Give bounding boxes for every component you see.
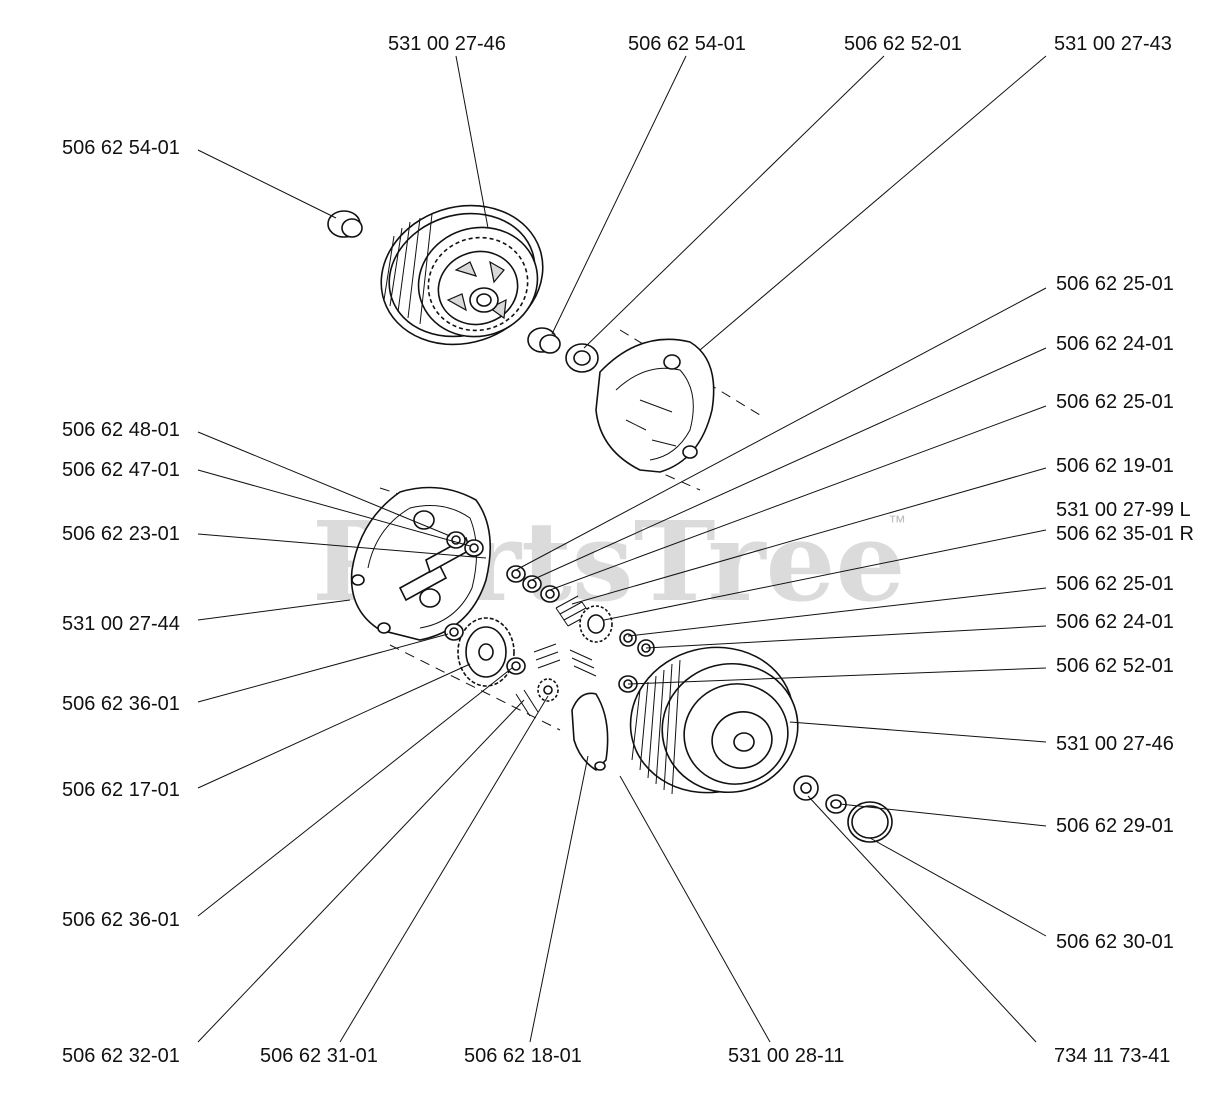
watermark-trademark: ™ [888,512,906,532]
label-left-8: 506 62 36-01 [62,909,180,931]
upper-cover [595,338,715,473]
center-washer-25a [506,565,526,583]
lower-wheel [629,646,799,795]
center-washer-25b [540,585,560,603]
assembly-axis-upper [619,329,761,416]
small-sprocket [537,678,559,702]
center-washer-24a [522,575,542,593]
label-left-2: 506 62 48-01 [62,419,180,441]
label-right-3: 506 62 25-01 [1056,391,1174,413]
large-sprocket [457,617,515,687]
label-right-6: 506 62 25-01 [1056,573,1174,595]
chain-guard [571,692,609,772]
label-left-7: 506 62 17-01 [62,779,180,801]
label-top-3: 506 62 52-01 [844,33,962,55]
label-left-5: 531 00 27-44 [62,613,180,635]
left-washer-47 [464,539,484,557]
label-right-4: 506 62 19-01 [1056,455,1174,477]
label-left-1: 506 62 54-01 [62,137,180,159]
upper-wheel [380,204,544,346]
sprocket-washer-36 [444,623,464,641]
label-right-11: 506 62 30-01 [1056,931,1174,953]
chain-lower [515,643,597,717]
lower-washer [793,775,819,801]
chain-upper [555,595,591,627]
upper-bushing-left [327,210,363,238]
label-right-5b: 506 62 35-01 R [1056,523,1194,545]
label-left-3: 506 62 47-01 [62,459,180,481]
assembly-axis-lower [389,644,561,731]
label-bottom-1: 506 62 32-01 [62,1045,180,1067]
label-right-10: 506 62 29-01 [1056,815,1174,837]
label-right-8: 506 62 52-01 [1056,655,1174,677]
right-washer-24 [637,639,655,657]
label-top-4: 531 00 27-43 [1054,33,1172,55]
label-right-7: 506 62 24-01 [1056,611,1174,633]
right-sprocket [579,605,613,643]
label-top-2: 506 62 54-01 [628,33,746,55]
label-right-5a: 531 00 27-99 L [1056,499,1191,521]
hub-cap [847,801,893,843]
label-bottom-3: 506 62 18-01 [464,1045,582,1067]
label-left-4: 506 62 23-01 [62,523,180,545]
label-bottom-4: 531 00 28-11 [728,1045,844,1067]
label-left-6: 506 62 36-01 [62,693,180,715]
label-bottom-2: 506 62 31-01 [260,1045,378,1067]
label-top-1: 531 00 27-46 [388,33,506,55]
upper-bushing-right [527,327,561,354]
sprocket-washer-36b [506,657,526,675]
upper-washer [565,343,599,373]
label-right-9: 531 00 27-46 [1056,733,1174,755]
label-bottom-5: 734 11 73-41 [1054,1045,1170,1067]
right-washer-25 [619,629,637,647]
leader-lines [197,55,1047,1043]
label-right-2: 506 62 24-01 [1056,333,1174,355]
label-right-1: 506 62 25-01 [1056,273,1174,295]
